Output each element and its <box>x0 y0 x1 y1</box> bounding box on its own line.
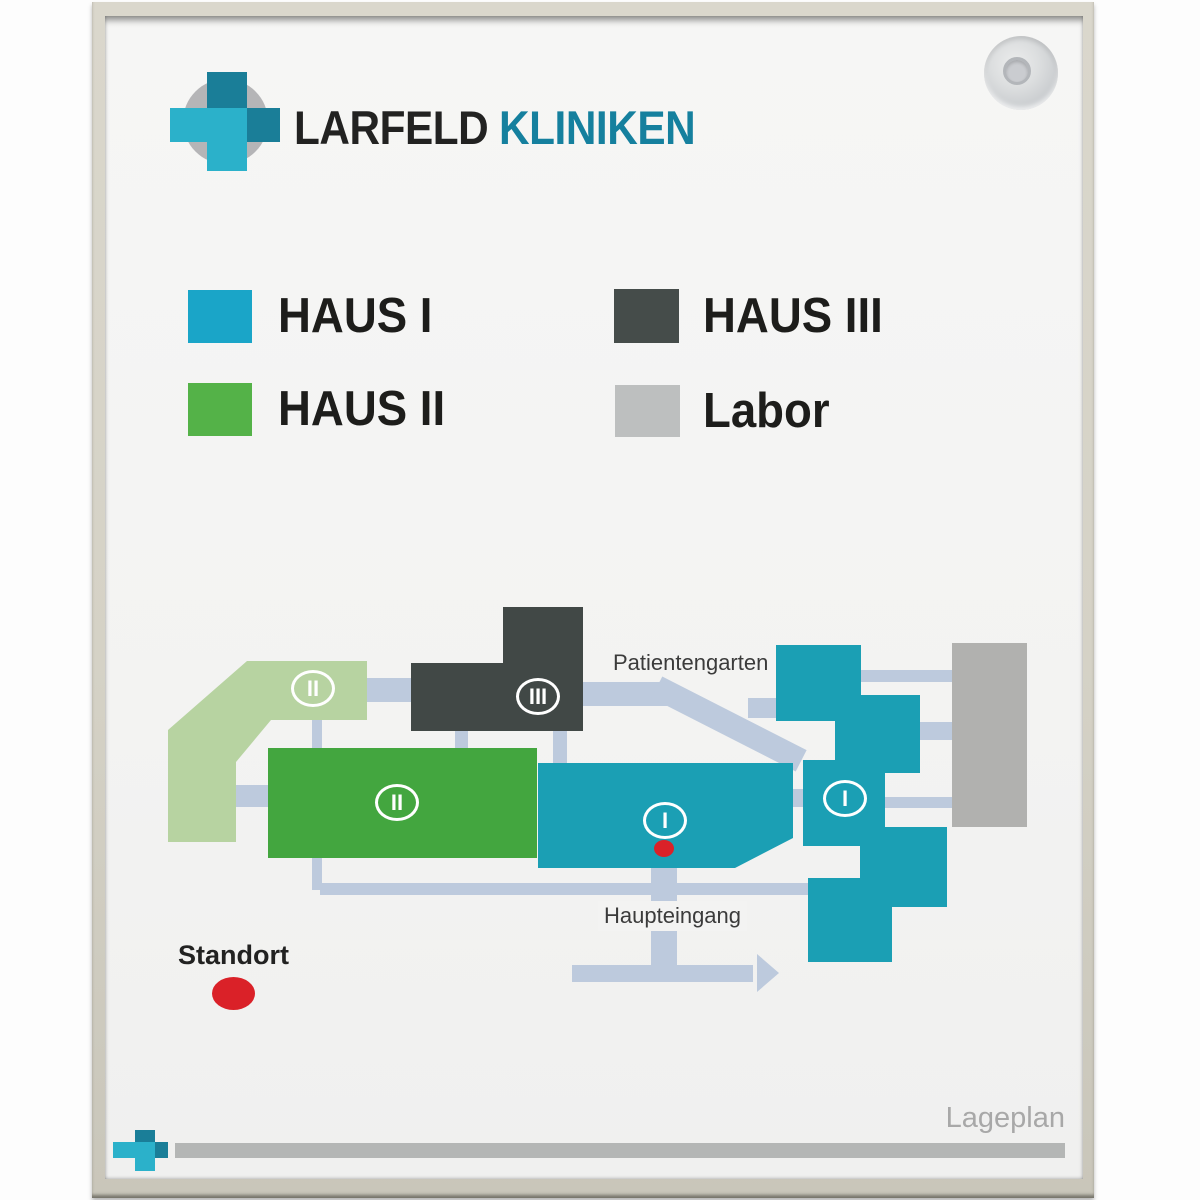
walkway-path <box>320 883 810 895</box>
entrance-arrow-icon <box>757 954 779 992</box>
building-haus1-east <box>808 878 892 962</box>
walkway-path <box>367 678 411 702</box>
entrance-label: Haupteingang <box>598 901 748 931</box>
footer-rule <box>175 1143 1065 1158</box>
building-badge-haus1-main: I <box>643 802 687 839</box>
legend-label-haus3: HAUS III <box>703 289 883 343</box>
legend-swatch-labor <box>615 385 680 437</box>
small-cross-icon <box>155 1142 168 1158</box>
walkway-path <box>553 729 567 765</box>
walkway-path <box>885 797 952 808</box>
building-badge-haus2: II <box>375 784 419 821</box>
legend-label-haus1: HAUS I <box>278 289 433 343</box>
small-cross-icon <box>135 1130 155 1142</box>
legend-label-haus2: HAUS II <box>278 382 446 436</box>
medical-cross-icon <box>247 108 280 142</box>
medical-cross-icon <box>207 72 247 109</box>
legend-label-labor: Labor <box>703 384 830 438</box>
legend-swatch-haus2 <box>188 383 252 436</box>
walkway-path <box>918 722 952 740</box>
brand-name-primary: LARFELD <box>294 101 489 154</box>
sign-caption: Lageplan <box>945 1102 1065 1134</box>
sign-panel <box>105 16 1083 1179</box>
small-cross-icon <box>135 1142 155 1171</box>
building-labor <box>952 643 1027 827</box>
garden-label: Patientengarten <box>613 650 769 675</box>
legend-swatch-haus3 <box>614 289 679 343</box>
building-badge-annex: II <box>291 670 335 707</box>
building-badge-haus1-east: I <box>823 780 867 817</box>
brand-name-secondary: KLINIKEN <box>499 101 696 154</box>
location-marker-icon <box>654 840 674 857</box>
mounting-disc-screw <box>1003 57 1031 85</box>
medical-cross-icon <box>170 108 247 142</box>
walkway-path <box>748 698 777 718</box>
building-badge-haus3: III <box>516 678 560 715</box>
walkway-path <box>793 789 803 807</box>
walkway-path <box>236 785 268 807</box>
walkway-path <box>861 670 952 682</box>
location-marker-legend-icon <box>212 977 255 1010</box>
walkway-path-arrow <box>572 965 753 982</box>
standort-label: Standort <box>178 940 289 970</box>
legend-swatch-haus1 <box>188 290 252 343</box>
